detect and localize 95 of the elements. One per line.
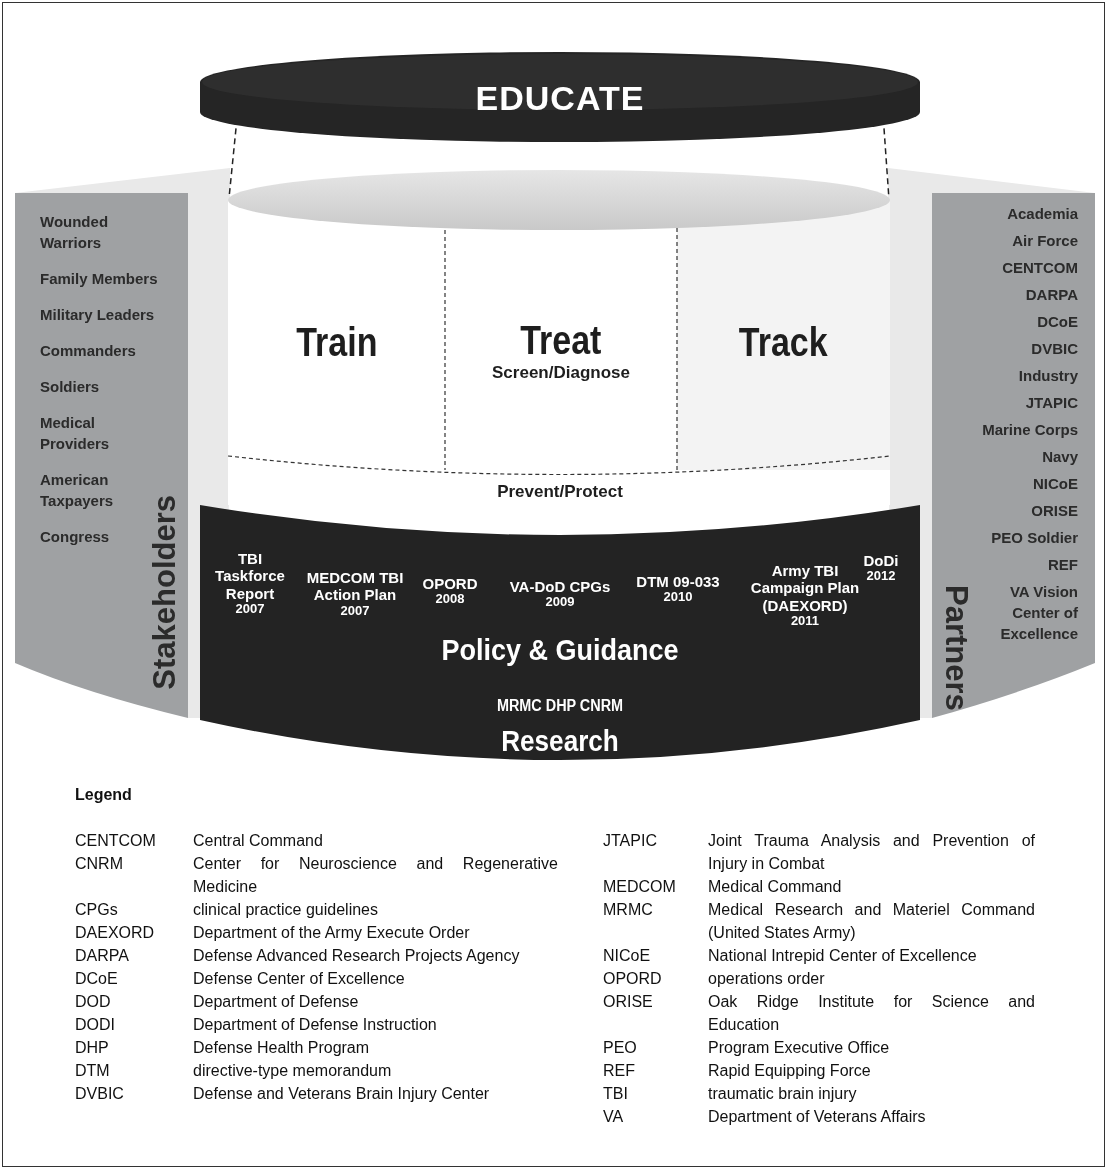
abbreviation: DARPA [75, 946, 130, 966]
stakeholders-panel [15, 193, 188, 718]
stakeholder-name: Wounded Warriors [40, 212, 110, 253]
panel-heading: Stakeholders [147, 495, 183, 690]
policy-year: 2008 [435, 592, 465, 608]
definition: Central Command [193, 831, 324, 851]
definition: directive-type memorandum [193, 1061, 393, 1081]
policy-year: 2010 [663, 590, 693, 606]
abbreviation: DHP [75, 1038, 110, 1058]
definition: Oak Ridge Institute for Science and Education [708, 992, 1035, 1035]
partner-name: DCoE [1037, 312, 1078, 332]
partner-name: Air Force [1012, 231, 1078, 251]
abbreviation: TBI [603, 1084, 629, 1104]
section-label: Prevent/Protect [497, 482, 623, 502]
abbreviation: DVBIC [75, 1084, 125, 1104]
stakeholder-name: Medical Providers [40, 413, 111, 454]
stakeholder-name: Congress [40, 527, 110, 547]
partner-name: ORISE [1031, 501, 1078, 521]
section-label: Train [295, 320, 378, 365]
abbreviation: CNRM [75, 854, 124, 874]
abbreviation: DCoE [75, 969, 119, 989]
band-heading: Policy & Guidance [441, 633, 679, 667]
policy-year: 2007 [235, 601, 265, 617]
definition: Rapid Equipping Force [708, 1061, 872, 1081]
policy-title: DTM 09-033 [636, 573, 720, 591]
policy-year: 2011 [790, 613, 820, 629]
stakeholder-name: Military Leaders [40, 305, 155, 325]
policy-title: MEDCOM TBI Action Plan [305, 569, 405, 604]
policy-year: 2012 [866, 569, 896, 585]
section-label: Track [739, 320, 828, 365]
research-units: MRMC DHP CNRM [496, 697, 624, 715]
partner-name: NICoE [1033, 474, 1078, 494]
abbreviation: REF [603, 1061, 636, 1081]
definition: Defense and Veterans Brain Injury Center [193, 1084, 491, 1104]
partner-name: CENTCOM [1002, 258, 1078, 278]
stakeholder-name: Family Members [40, 269, 158, 289]
stakeholder-name: American Taxpayers [40, 470, 115, 511]
abbreviation: CPGs [75, 900, 119, 920]
dashed-line [228, 127, 237, 196]
definition: traumatic brain injury [708, 1084, 858, 1104]
definition: Department of Defense [193, 992, 360, 1012]
abbreviation: PEO [603, 1038, 638, 1058]
policy-title: OPORD [422, 575, 478, 593]
abbreviation: NICoE [603, 946, 652, 966]
legend-heading: Legend [75, 786, 132, 804]
partner-name: Academia [1007, 204, 1078, 224]
definition: Department of the Army Execute Order [193, 923, 471, 943]
abbreviation: ORISE [603, 992, 654, 1012]
abbreviation: DTM [75, 1061, 111, 1081]
definition: Department of Defense Instruction [193, 1015, 438, 1035]
policy-title: VA-DoD CPGs [509, 578, 611, 596]
definition: Defense Advanced Research Projects Agency [193, 946, 521, 966]
band-heading: Research [501, 725, 619, 758]
partner-name: Marine Corps [982, 420, 1078, 440]
partner-name: VA Vision Center of Excellence [999, 582, 1078, 644]
policy-year: 2007 [340, 603, 370, 619]
partner-name: DARPA [1025, 285, 1078, 305]
base-drum [200, 505, 920, 760]
abbreviation: MRMC [603, 900, 654, 920]
partner-name: JTAPIC [1025, 393, 1078, 413]
definition: Medical Research and Materiel Command (United States Army) [708, 900, 1035, 943]
stakeholder-name: Soldiers [40, 377, 100, 397]
abbreviation: DAEXORD [75, 923, 156, 943]
dashed-line [883, 127, 890, 196]
policy-title: Army TBI Campaign Plan (DAEXORD) [749, 562, 861, 614]
definition: Defense Center of Excellence [193, 969, 406, 989]
partners-panel [932, 193, 1095, 718]
panel-heading: Partners [938, 585, 974, 711]
section-label: Treat [520, 317, 602, 363]
definition: Department of Veterans Affairs [708, 1107, 927, 1127]
partner-name: DVBIC [1031, 339, 1078, 359]
section-sublabel: Screen/Diagnose [492, 362, 630, 383]
abbreviation: DODI [75, 1015, 116, 1035]
abbreviation: DOD [75, 992, 112, 1012]
abbreviation: VA [603, 1107, 625, 1127]
definition: operations order [708, 969, 826, 989]
abbreviation: OPORD [603, 969, 663, 989]
policy-year: 2009 [545, 595, 575, 611]
definition: clinical practice guidelines [193, 900, 379, 920]
heading-text: EDUCATE [475, 78, 645, 118]
definition: National Intrepid Center of Excellence [708, 946, 978, 966]
policy-title: DoDi [863, 552, 899, 570]
abbreviation: JTAPIC [603, 831, 658, 851]
abbreviation: MEDCOM [603, 877, 677, 897]
stakeholder-name: Commanders [40, 341, 136, 361]
partner-name: Industry [1018, 366, 1078, 386]
definition: Joint Trauma Analysis and Prevention of Injury in Combat [708, 831, 1035, 874]
definition: Defense Health Program [193, 1038, 371, 1058]
partner-name: REF [1048, 555, 1078, 575]
abbreviation: CENTCOM [75, 831, 157, 851]
policy-title: TBI Taskforce Report [214, 550, 286, 602]
definition: Program Executive Office [708, 1038, 891, 1058]
definition: Medical Command [708, 877, 843, 897]
partner-name: PEO Soldier [991, 528, 1078, 548]
partner-name: Navy [1042, 447, 1078, 467]
